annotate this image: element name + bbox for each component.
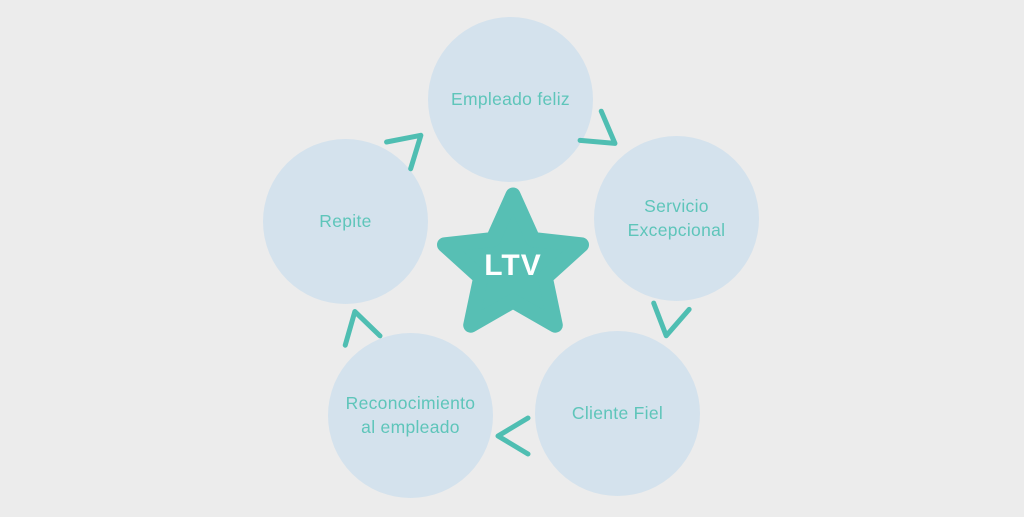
node-servicio-excepcional: Servicio Excepcional	[594, 136, 759, 301]
ltv-label: LTV	[484, 249, 542, 282]
star-icon	[437, 187, 589, 333]
arrow-reconocimiento-to-repite-icon	[342, 309, 383, 348]
arrow-servicio-to-cliente-icon	[651, 300, 692, 339]
ltv-center-star: LTV	[437, 187, 589, 342]
arrow-empleado-to-servicio-icon	[577, 108, 618, 146]
arrow-repite-to-empleado-icon	[384, 132, 424, 172]
node-reconocimiento-al-empleado-label: Reconocimiento al empleado	[345, 392, 476, 437]
node-repite: Repite	[263, 139, 428, 304]
node-cliente-fiel-label: Cliente Fiel	[571, 402, 664, 423]
arrow-cliente-to-reconocimiento-icon	[495, 415, 531, 457]
node-empleado-feliz-label: Empleado feliz	[451, 88, 570, 109]
node-servicio-excepcional-label: Servicio Excepcional	[627, 195, 726, 240]
node-repite-label: Repite	[319, 210, 372, 231]
node-cliente-fiel: Cliente Fiel	[535, 331, 700, 496]
node-reconocimiento-al-empleado: Reconocimiento al empleado	[328, 333, 493, 498]
node-empleado-feliz: Empleado feliz	[428, 17, 593, 182]
